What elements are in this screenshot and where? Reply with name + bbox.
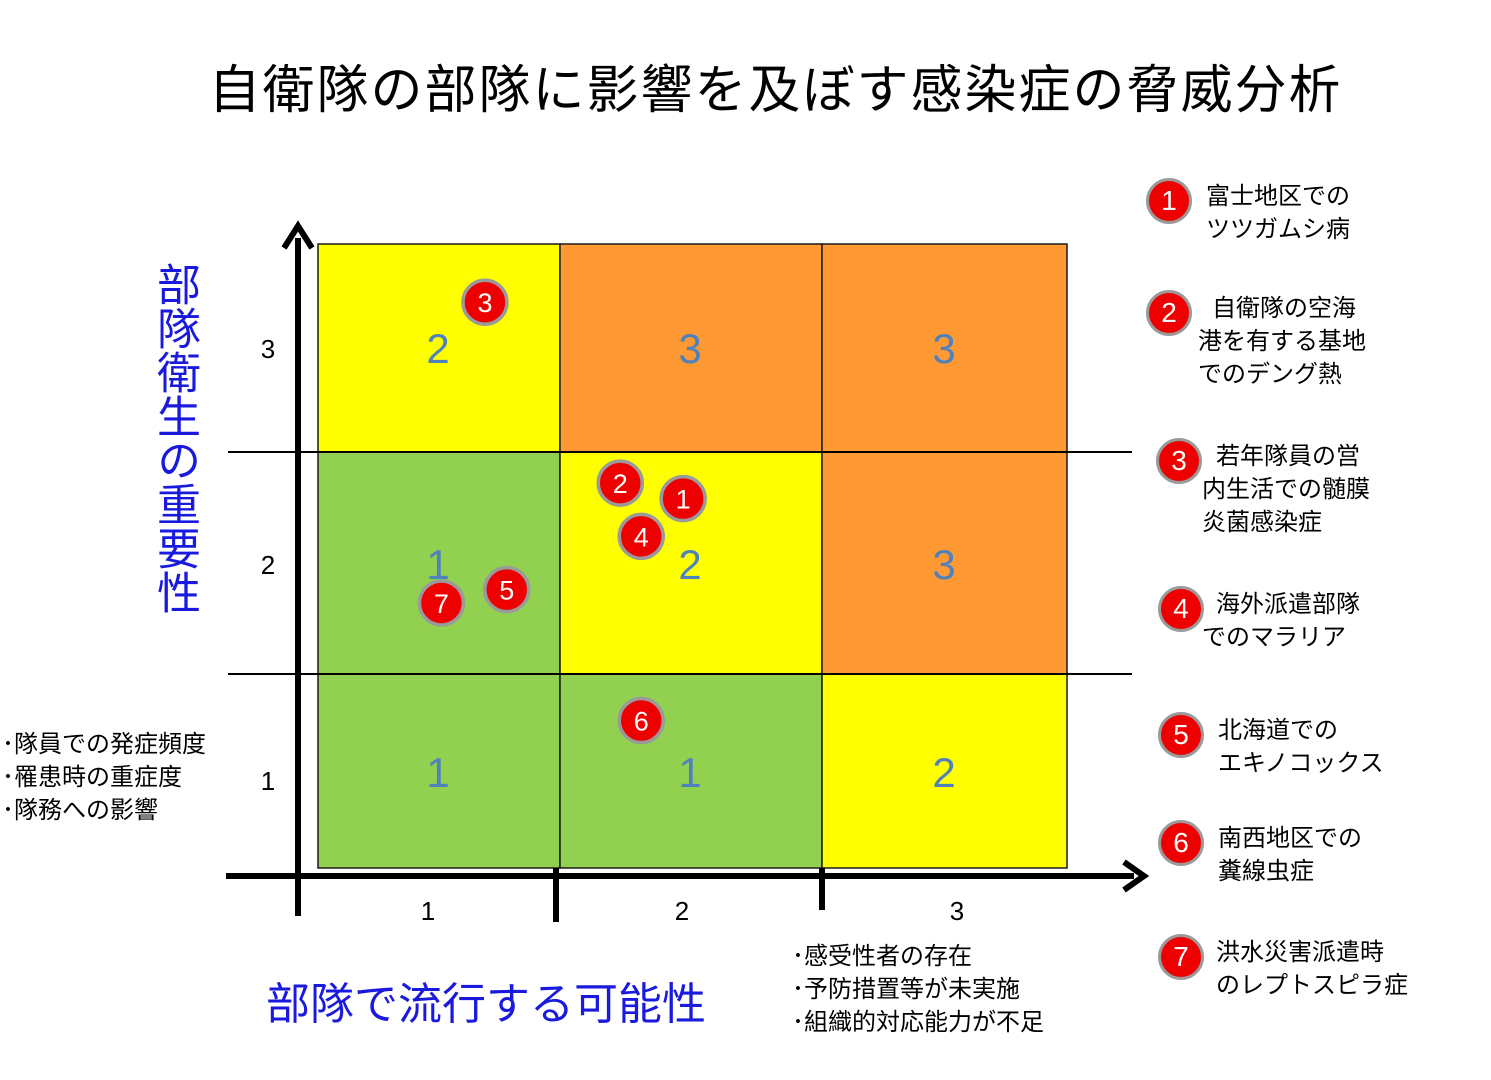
x-factor-list: ･感受性者の存在 ･予防措置等が未実施 ･組織的対応能力が不足 bbox=[792, 940, 1044, 1039]
page-title: 自衛隊の部隊に影響を及ぼす感染症の脅威分析 bbox=[208, 61, 1343, 121]
marker-number: 7 bbox=[434, 589, 449, 619]
legend-line: 海外派遣部隊 bbox=[1216, 590, 1360, 618]
disease-marker: 4 bbox=[617, 512, 665, 561]
cell-score-label: 3 bbox=[678, 325, 701, 372]
legend-badge: 7 bbox=[1158, 934, 1204, 980]
x-axis-arrowhead bbox=[1122, 859, 1150, 893]
axis-ticks: 1 2 3 3 2 1 bbox=[261, 334, 964, 926]
matrix-cell bbox=[317, 673, 561, 869]
x-tick-label: 3 bbox=[950, 896, 964, 926]
matrix-cell bbox=[317, 243, 561, 453]
marker-circle bbox=[617, 512, 665, 561]
legend-line: 南西地区での bbox=[1218, 824, 1362, 852]
matrix-cell bbox=[821, 673, 1068, 869]
legend-line: でのマラリア bbox=[1202, 623, 1346, 651]
y-tick-label: 2 bbox=[261, 550, 275, 580]
legend-line: でのデング熱 bbox=[1198, 360, 1342, 388]
y-factor-item: ･隊務への影響 bbox=[2, 796, 158, 824]
marker-circle bbox=[417, 579, 466, 627]
marker-number: 1 bbox=[676, 485, 691, 515]
marker-number: 2 bbox=[613, 469, 628, 499]
y-tick-label: 3 bbox=[261, 334, 275, 364]
legend-line: 内生活での髄膜 bbox=[1202, 475, 1370, 503]
disease-marker: 6 bbox=[617, 696, 665, 745]
legend-badge: 6 bbox=[1158, 820, 1204, 866]
cell-score-label: 2 bbox=[426, 325, 449, 372]
marker-circle bbox=[617, 696, 665, 745]
legend-line: 洪水災害派遣時 bbox=[1216, 938, 1384, 966]
x-factor-item: ･組織的対応能力が不足 bbox=[792, 1008, 1044, 1036]
legend-line: 北海道での bbox=[1218, 716, 1338, 744]
y-factor-list: ･隊員での発症頻度 ･罹患時の重症度 ･隊務への影響 bbox=[2, 728, 206, 827]
cell-score-label: 1 bbox=[426, 749, 449, 796]
legend-line: 炎菌感染症 bbox=[1202, 508, 1322, 536]
marker-circle bbox=[596, 459, 645, 507]
disease-legend: 1 富士地区での ツツガムシ病 2 自衛隊の空海 港を有する基地 でのデング熱 … bbox=[1146, 0, 1491, 1080]
legend-text: 海外派遣部隊 でのマラリア bbox=[1202, 588, 1360, 654]
cell-score-label: 2 bbox=[678, 541, 701, 588]
grid-lines bbox=[226, 220, 1150, 922]
disease-marker: 2 bbox=[596, 459, 645, 507]
legend-text: 北海道での エキノコックス bbox=[1218, 714, 1384, 780]
x-factor-item: ･感受性者の存在 bbox=[792, 942, 972, 970]
legend-text: 自衛隊の空海 港を有する基地 でのデング熱 bbox=[1198, 292, 1366, 391]
legend-line: 糞線虫症 bbox=[1218, 857, 1314, 885]
marker-circle bbox=[659, 474, 707, 523]
marker-number: 4 bbox=[634, 522, 649, 552]
cell-score-label: 2 bbox=[932, 749, 955, 796]
matrix-cell bbox=[559, 673, 823, 869]
legend-badge: 3 bbox=[1156, 438, 1202, 484]
legend-line: 自衛隊の空海 bbox=[1212, 294, 1356, 322]
y-axis-title: 部隊衛生の重要性 bbox=[149, 262, 200, 614]
legend-text: 南西地区での 糞線虫症 bbox=[1218, 822, 1362, 888]
marker-number: 6 bbox=[634, 707, 649, 737]
y-factor-item: ･隊員での発症頻度 bbox=[2, 730, 206, 758]
legend-text: 富士地区での ツツガムシ病 bbox=[1206, 180, 1350, 246]
disease-marker: 7 bbox=[417, 579, 466, 627]
legend-text: 若年隊員の営 内生活での髄膜 炎菌感染症 bbox=[1202, 440, 1370, 539]
marker-circle bbox=[483, 565, 531, 614]
cell-score-label: 1 bbox=[678, 749, 701, 796]
marker-number: 3 bbox=[477, 288, 492, 318]
matrix-cell bbox=[821, 451, 1068, 675]
disease-marker: 5 bbox=[483, 565, 531, 614]
legend-line: ツツガムシ病 bbox=[1206, 215, 1350, 243]
disease-marker: 1 bbox=[659, 474, 707, 523]
legend-badge: 5 bbox=[1158, 712, 1204, 758]
x-tick-label: 1 bbox=[421, 896, 435, 926]
cell-score-label: 3 bbox=[932, 541, 955, 588]
legend-line: エキノコックス bbox=[1218, 749, 1384, 777]
y-axis-arrowhead bbox=[281, 220, 315, 250]
legend-badge: 2 bbox=[1146, 290, 1192, 336]
legend-badge: 4 bbox=[1158, 586, 1204, 632]
x-factor-item: ･予防措置等が未実施 bbox=[792, 975, 1020, 1003]
cell-score-label: 1 bbox=[426, 541, 449, 588]
x-tick-label: 2 bbox=[675, 896, 689, 926]
legend-text: 洪水災害派遣時 のレプトスピラ症 bbox=[1216, 936, 1408, 1002]
legend-line: 若年隊員の営 bbox=[1216, 442, 1360, 470]
legend-line: のレプトスピラ症 bbox=[1216, 971, 1408, 999]
x-axis-title: 部隊で流行する可能性 bbox=[266, 979, 706, 1030]
y-tick-label: 1 bbox=[261, 766, 275, 796]
legend-badge: 1 bbox=[1146, 178, 1192, 224]
y-factor-item: ･罹患時の重症度 bbox=[2, 763, 182, 791]
marker-number: 5 bbox=[499, 576, 514, 606]
cell-score-label: 3 bbox=[932, 325, 955, 372]
marker-circle bbox=[461, 278, 509, 326]
legend-line: 富士地区での bbox=[1206, 182, 1350, 210]
matrix-cell bbox=[821, 243, 1068, 453]
disease-marker: 3 bbox=[461, 278, 509, 326]
legend-line: 港を有する基地 bbox=[1198, 327, 1366, 355]
